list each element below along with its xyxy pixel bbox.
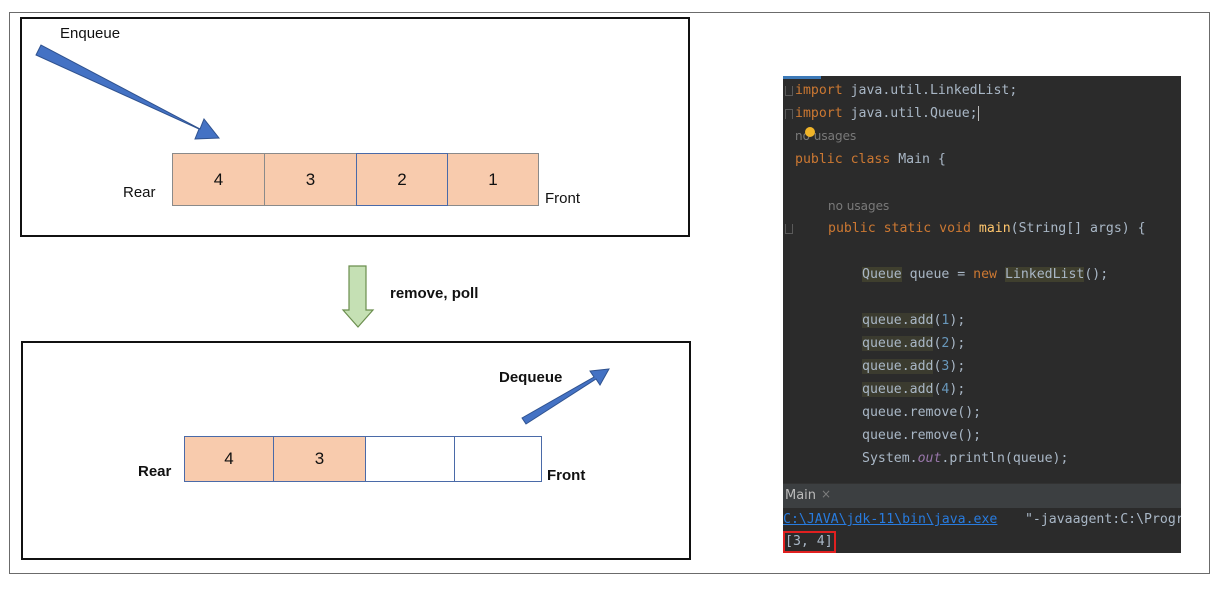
close-icon[interactable]: × xyxy=(821,487,832,501)
code-line-import-queue: import java.util.Queue; xyxy=(795,105,979,121)
queue-cell: 4 xyxy=(172,153,264,206)
editor-accent xyxy=(783,76,821,79)
dequeue-arrow-icon xyxy=(521,368,610,425)
code-line-declaration: Queue queue = new LinkedList(); xyxy=(862,267,1109,282)
enqueue-label: Enqueue xyxy=(60,25,121,42)
transition-arrow-icon xyxy=(341,265,375,328)
dequeue-label: Dequeue xyxy=(499,369,563,386)
queue-cell: 3 xyxy=(274,436,366,482)
java-args: "-javaagent:C:\Progr xyxy=(1017,512,1181,527)
queue-cell-empty xyxy=(455,436,542,482)
rear-label-top: Rear xyxy=(123,184,156,201)
transition-label: remove, poll xyxy=(390,285,479,302)
code-line-add: queue.add(4); xyxy=(862,382,966,397)
queue-cell: 4 xyxy=(184,436,274,482)
code-line-main: public static void main(String[] args) { xyxy=(828,221,1146,236)
front-label-top: Front xyxy=(545,190,581,207)
usage-hint: no usages xyxy=(828,199,890,213)
code-editor[interactable]: import java.util.LinkedList; import java… xyxy=(783,76,1181,553)
code-line-import-linkedlist: import java.util.LinkedList; xyxy=(795,83,1018,98)
code-line-add: queue.add(2); xyxy=(862,336,966,351)
code-line-add: queue.add(3); xyxy=(862,359,966,374)
code-line-remove: queue.remove(); xyxy=(862,428,982,443)
program-output: [3, 4] xyxy=(785,534,833,549)
fold-icon[interactable] xyxy=(785,224,793,234)
enqueue-arrow-icon xyxy=(35,44,220,140)
outer-frame xyxy=(9,12,1210,574)
code-line-class: public class Main { xyxy=(795,152,946,167)
code-line-print: System.out.println(queue); xyxy=(862,451,1069,466)
queue-cell: 3 xyxy=(264,153,356,206)
code-line-add: queue.add(1); xyxy=(862,313,966,328)
queue-cell: 2 xyxy=(356,153,448,206)
queue-cell-empty xyxy=(366,436,455,482)
front-label-bottom: Front xyxy=(547,467,586,484)
code-line-remove: queue.remove(); xyxy=(862,405,982,420)
java-path-link[interactable]: C:\JAVA\jdk-11\bin\java.exe xyxy=(783,512,998,527)
rear-label-bottom: Rear xyxy=(138,463,172,480)
run-tab-main[interactable]: Main xyxy=(785,488,817,503)
lightbulb-icon[interactable] xyxy=(805,127,815,137)
run-console[interactable]: C:\JAVA\jdk-11\bin\java.exe "-javaagent:… xyxy=(783,508,1181,553)
run-tool-bar: Main × xyxy=(783,483,1181,509)
fold-icon[interactable] xyxy=(785,86,793,96)
fold-icon[interactable] xyxy=(785,109,793,119)
output-highlight-box xyxy=(783,531,836,553)
queue-cell: 1 xyxy=(448,153,539,206)
